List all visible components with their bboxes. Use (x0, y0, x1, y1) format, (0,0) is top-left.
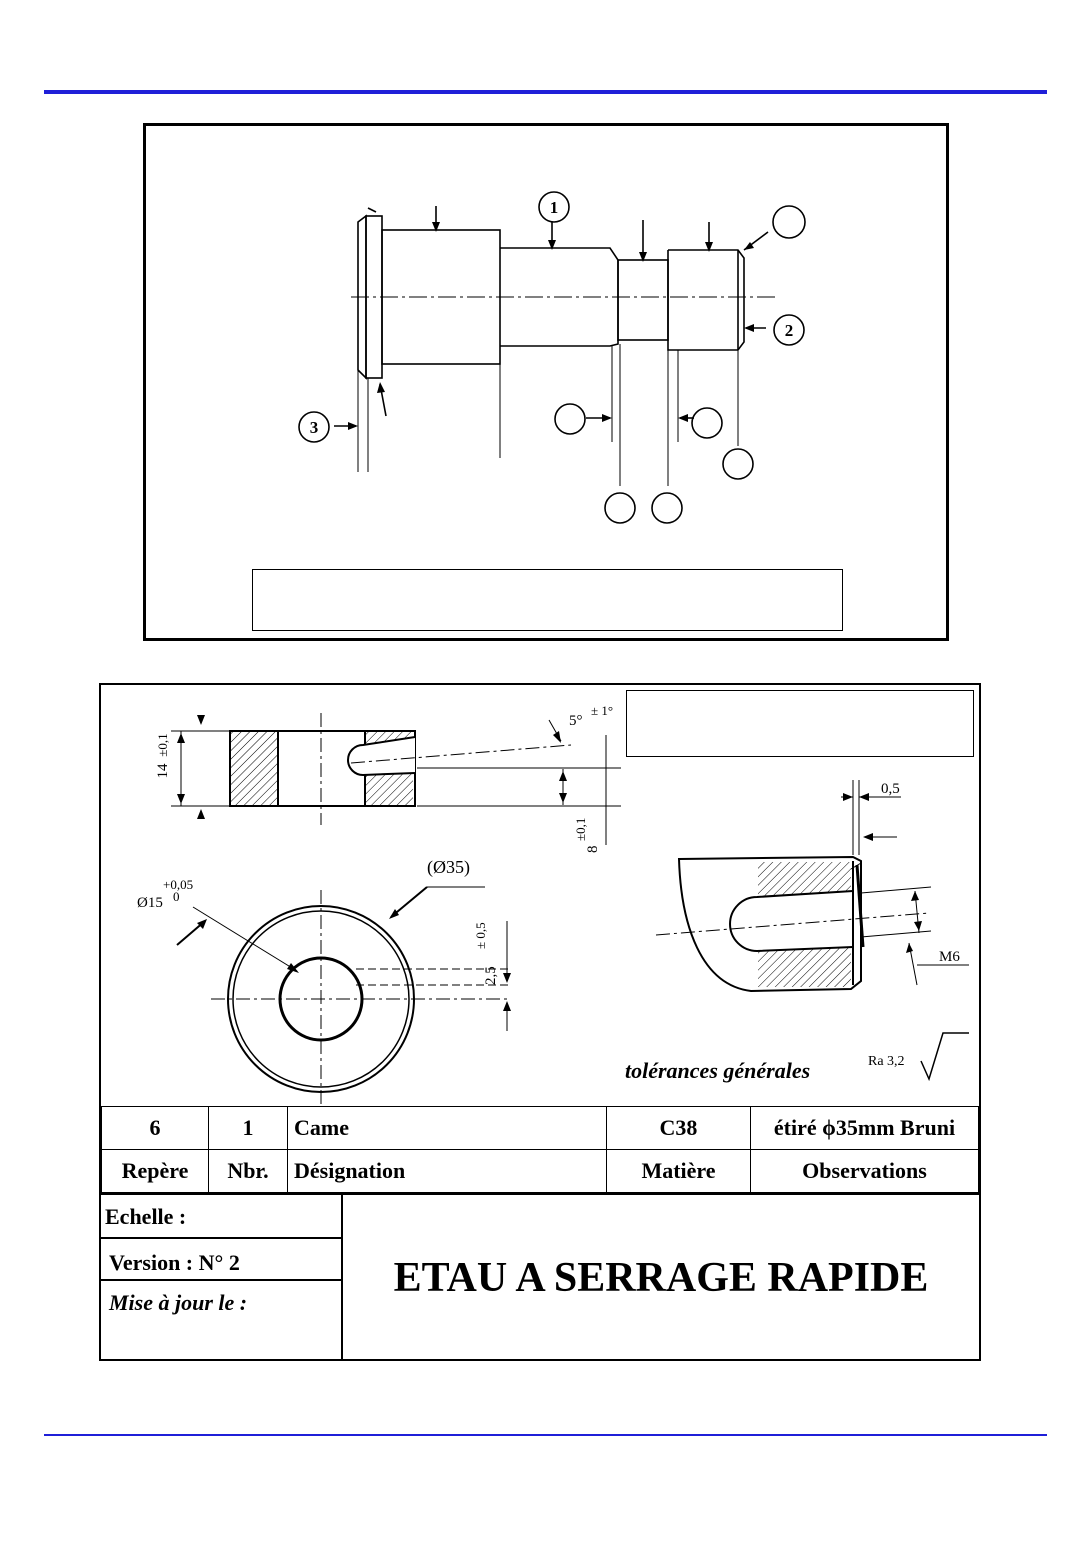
header-designation: Désignation (287, 1149, 607, 1193)
dim-bore-tol-lower: 0 (173, 889, 180, 904)
dim-angle: 5° (569, 713, 583, 729)
header-rule (44, 90, 1047, 94)
dim-angle-tol: ± 1° (591, 703, 613, 718)
drawing-sheet: 14 ±0,1 5° ± 1° 8 ±0,1 Ø15 +0,05 0 (Ø35)… (99, 683, 981, 1361)
table-row: 6 1 Came C38 étiré ϕ35mm Bruni (101, 1106, 979, 1150)
cell-observations: étiré ϕ35mm Bruni (750, 1106, 979, 1150)
dim-height: 14 (155, 763, 171, 779)
scale-field: Echelle : (101, 1195, 341, 1239)
roughness-label: Ra 3,2 (868, 1054, 905, 1069)
dim-outer: (Ø35) (427, 857, 470, 878)
title-block-info: Echelle : Version : N° 2 Mise à jour le … (101, 1195, 343, 1361)
dim-bore-tol-upper: +0,05 (163, 877, 193, 892)
header-qty: Nbr. (208, 1149, 288, 1193)
dim-offset-tol: ± 0,5 (473, 922, 488, 949)
dim-chamfer: 0,5 (881, 781, 900, 797)
footer-rule (44, 1434, 1047, 1436)
cell-material: C38 (606, 1106, 751, 1150)
dim-thread: M6 (939, 949, 960, 965)
header-ref: Repère (101, 1149, 209, 1193)
callout-1: 1 (550, 198, 559, 217)
version-field: Version : N° 2 (101, 1239, 341, 1281)
table-header-row: Repère Nbr. Désignation Matière Observat… (101, 1149, 979, 1193)
cell-qty: 1 (208, 1106, 288, 1150)
dim-depth-tol: ±0,1 (573, 818, 588, 841)
dim-height-tol: ±0,1 (155, 733, 170, 756)
cell-ref: 6 (101, 1106, 209, 1150)
nomenclature-table: 6 1 Came C38 étiré ϕ35mm Bruni Repère Nb… (101, 1106, 979, 1193)
blank-note-box[interactable] (626, 690, 974, 757)
dim-depth: 8 (585, 846, 601, 854)
dim-offset: 2,5 (483, 966, 499, 985)
callout-2: 2 (785, 321, 794, 340)
header-observations: Observations (750, 1149, 979, 1193)
dim-bore: Ø15 (137, 895, 163, 911)
shaft-figure: 1 2 3 (143, 123, 949, 641)
general-tolerances: tolérances générales (625, 1058, 811, 1083)
header-material: Matière (606, 1149, 751, 1193)
callout-3: 3 (310, 418, 319, 437)
drawing-title: ETAU A SERRAGE RAPIDE (393, 1255, 929, 1301)
cell-designation: Came (287, 1106, 607, 1150)
update-field: Mise à jour le : (109, 1290, 248, 1315)
title-block: Echelle : Version : N° 2 Mise à jour le … (101, 1193, 979, 1361)
shaft-drawing: 1 2 3 (298, 191, 806, 524)
caption-box[interactable] (252, 569, 843, 631)
came-drawing: 14 ±0,1 5° ± 1° 8 ±0,1 Ø15 +0,05 0 (Ø35)… (137, 703, 969, 1105)
